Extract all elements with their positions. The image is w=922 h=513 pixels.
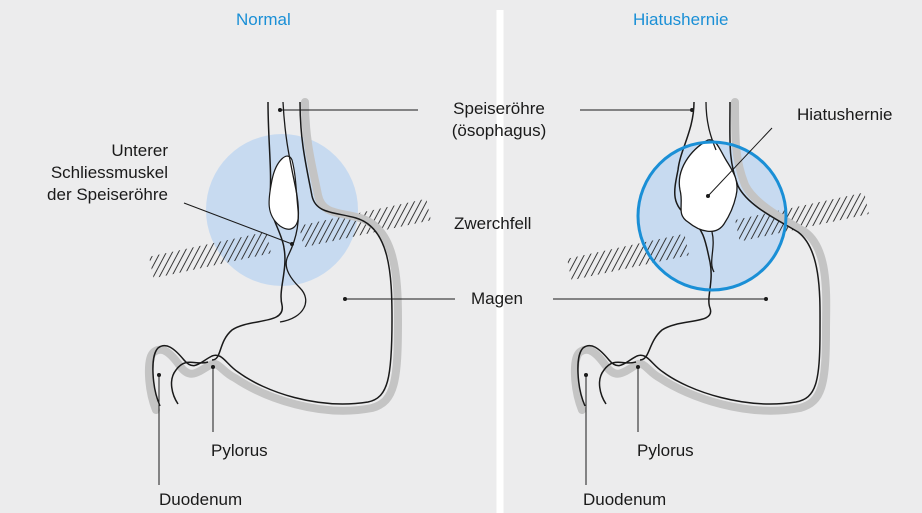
stomach-label: Magen xyxy=(471,288,523,310)
sphincter-label-line2: Schliessmuskel xyxy=(20,162,168,184)
pylorus-label-right: Pylorus xyxy=(637,440,694,462)
duodenum-label-left: Duodenum xyxy=(159,489,242,511)
hernia-stomach-illustration xyxy=(567,102,869,411)
pylorus-label-left: Pylorus xyxy=(211,440,268,462)
sphincter-label-line1: Unterer xyxy=(20,140,168,162)
normal-stomach-illustration xyxy=(149,102,431,411)
diaphragm-label: Zwerchfell xyxy=(454,213,531,235)
esophagus-label: Speiseröhre (ösophagus) xyxy=(424,98,574,142)
sphincter-label-line3: der Speiseröhre xyxy=(20,184,168,206)
heading-normal: Normal xyxy=(236,9,291,31)
esophagus-label-line1: Speiseröhre xyxy=(424,98,574,120)
hernia-label: Hiatushernie xyxy=(797,104,892,126)
sphincter-label: Unterer Schliessmuskel der Speiseröhre xyxy=(20,140,168,206)
duodenum-label-right: Duodenum xyxy=(583,489,666,511)
esophagus-label-line2: (ösophagus) xyxy=(424,120,574,142)
heading-hiatushernie: Hiatushernie xyxy=(633,9,728,31)
